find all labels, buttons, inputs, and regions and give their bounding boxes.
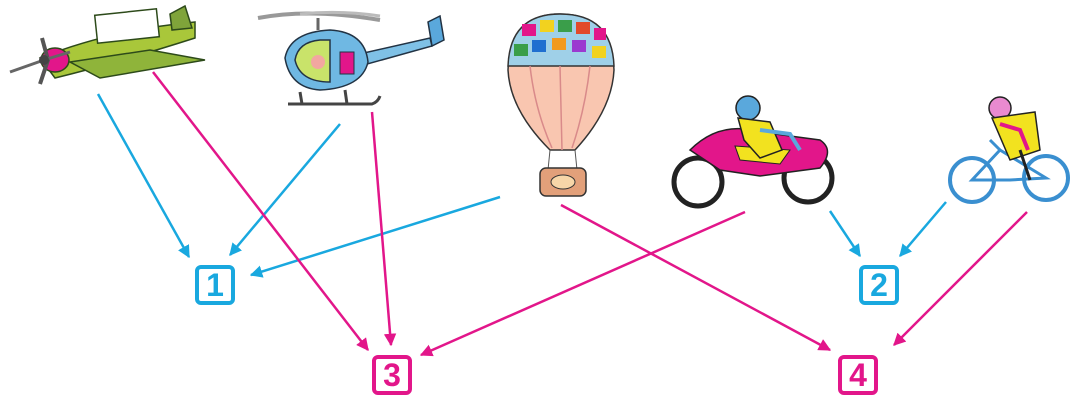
arrow-motorcycle-to-2	[830, 211, 860, 256]
arrow-bicycle-to-2	[900, 202, 946, 256]
group-box-1: 1	[195, 265, 235, 305]
arrow-airplane-to-3	[153, 72, 368, 350]
arrow-helicopter-to-3	[372, 112, 391, 345]
group-label-3: 3	[383, 359, 401, 391]
bicycle-icon	[950, 97, 1068, 202]
airplane-icon	[10, 6, 205, 84]
helicopter-icon	[258, 12, 444, 104]
arrow-balloon-to-4	[561, 205, 830, 350]
arrow-helicopter-to-1	[230, 124, 340, 255]
group-box-4: 4	[838, 355, 878, 395]
group-box-3: 3	[372, 355, 412, 395]
group-box-2: 2	[859, 265, 899, 305]
motorcycle-icon	[674, 96, 832, 206]
hot-air-balloon-icon	[508, 14, 614, 196]
group-label-1: 1	[206, 269, 224, 301]
arrow-motorcycle-to-3	[421, 212, 745, 355]
group-label-4: 4	[849, 359, 867, 391]
group-label-2: 2	[870, 269, 888, 301]
arrow-balloon-to-1	[251, 197, 500, 275]
arrow-bicycle-to-4	[894, 212, 1027, 345]
arrow-airplane-to-1	[98, 94, 189, 257]
